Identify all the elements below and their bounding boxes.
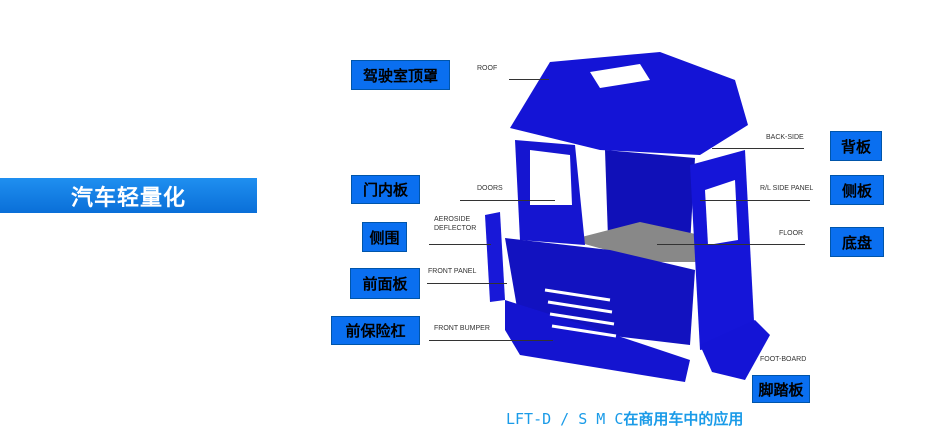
- left-door-window: [530, 150, 572, 205]
- part-floor: FLOOR: [779, 230, 804, 237]
- part-back-side: BACK-SIDE: [766, 134, 804, 141]
- label-footboard: 脚踏板: [752, 375, 810, 403]
- label-door-inner: 门内板: [351, 175, 420, 204]
- back-panel: [605, 150, 695, 245]
- part-front-bumper: FRONT BUMPER: [434, 325, 490, 332]
- front-bumper: [505, 300, 690, 382]
- label-side: 侧板: [830, 175, 884, 205]
- part-doors: DOORS: [477, 185, 503, 192]
- roof-shape: [510, 52, 748, 155]
- foot-board: [700, 320, 770, 380]
- roof-hatch: [590, 64, 650, 88]
- part-front-panel: FRONT PANEL: [428, 268, 477, 275]
- label-front-panel: 前面板: [350, 268, 420, 299]
- caption: LFT-D / S M C在商用车中的应用: [506, 410, 744, 428]
- title-banner: 汽车轻量化: [0, 178, 257, 213]
- right-side-panel: [690, 150, 755, 350]
- right-window: [705, 180, 738, 245]
- part-roof: ROOF: [477, 65, 498, 72]
- part-foot-board: FOOT-BOARD: [760, 356, 807, 363]
- label-roof: 驾驶室顶罩: [351, 60, 450, 90]
- label-bumper: 前保险杠: [331, 316, 420, 345]
- aeroside-deflector: [485, 212, 505, 302]
- label-side-surround: 侧围: [362, 222, 407, 252]
- part-rl-side: R/L SIDE PANEL: [760, 185, 814, 192]
- label-chassis: 底盘: [830, 227, 884, 257]
- label-back: 背板: [830, 131, 882, 161]
- floor-shape: [570, 222, 700, 262]
